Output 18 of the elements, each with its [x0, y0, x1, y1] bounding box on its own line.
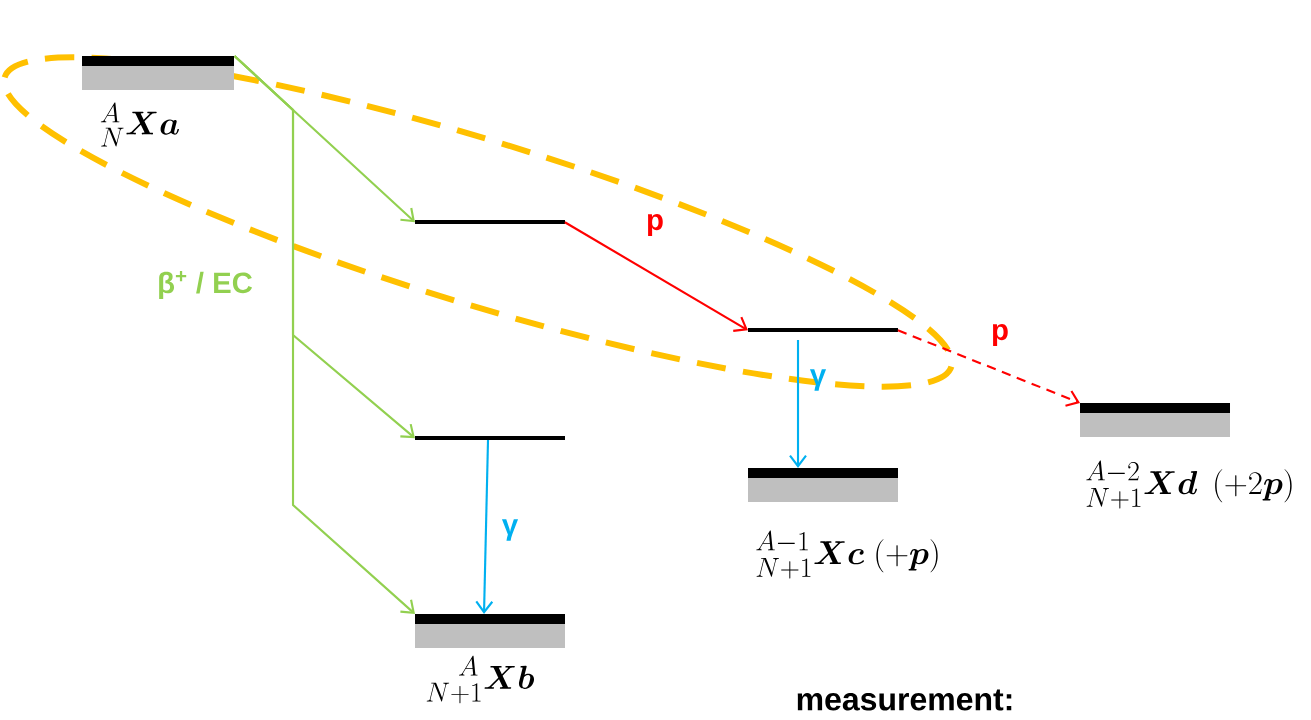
arrow [564, 221, 748, 332]
edge-label: γ [501, 519, 519, 541]
edge-label: γ [809, 369, 827, 391]
isotope-label: ${}^{A-1}_{N+1}\boldsymbol{Xc}\;(+\boldsymbol{p})$ [756, 530, 938, 579]
isotope-label: ${}^{\phantom{+1}A}_{N+1}\boldsymbol{Xb}$ [426, 655, 535, 704]
edge-label: p [992, 324, 1008, 346]
heading: measurement: [797, 689, 1012, 711]
edge-label: p [647, 214, 663, 236]
isotope-label: ${}^{A}_{N}\boldsymbol{Xa}$ [100, 102, 179, 147]
arrow [233, 55, 415, 614]
energy-level [748, 328, 898, 332]
energy-level [415, 220, 565, 224]
energy-level [415, 436, 565, 440]
arrow [475, 439, 494, 614]
isotope-label: ${}^{A-2}_{N+1}\boldsymbol{Xd}\;\,(+2\boldsymbol{p})$ [1086, 460, 1292, 509]
arrow [789, 340, 807, 468]
edge-label: β$^{+}$ / EC [159, 270, 253, 300]
arrow [897, 329, 1080, 407]
